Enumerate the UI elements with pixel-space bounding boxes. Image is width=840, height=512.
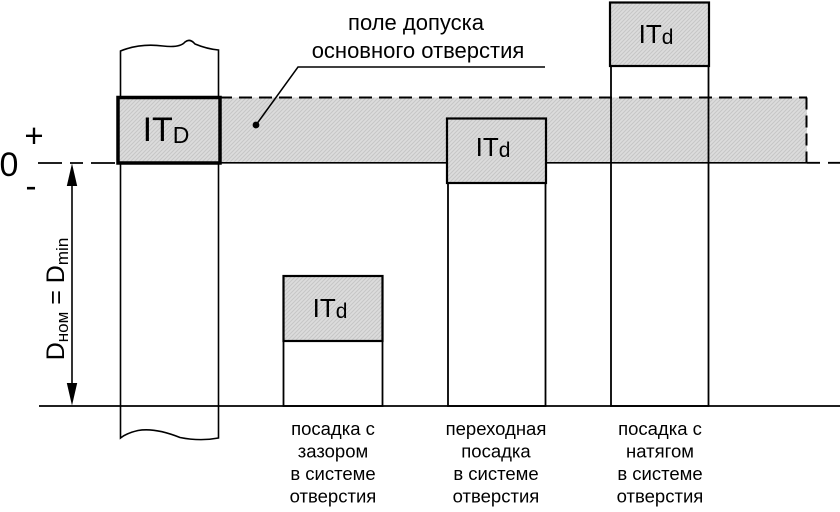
transition-fit-tolerance-label: ITd [476, 132, 511, 162]
note-leader-line [255, 66, 545, 126]
dimension-arrowhead-top [66, 163, 78, 186]
clearance-fit-tolerance-box [282, 274, 384, 343]
dimension-label: Dном = Dmin [42, 238, 72, 361]
hole-tolerance-label: ITD [143, 111, 190, 149]
note-line-1: поле допуска [348, 10, 485, 35]
clearance-fit-shaft-bar [282, 340, 384, 407]
transition-fit-shaft-bar [447, 182, 547, 407]
minus-label: - [26, 167, 37, 204]
hole-tolerance-box [116, 95, 222, 165]
clearance-fit-tolerance-label: ITd [313, 293, 348, 323]
interference-fit-tolerance-box [608, 1, 711, 68]
zero-label: 0 [0, 146, 18, 184]
note-leader-dot [252, 121, 260, 129]
transition-fit-tolerance-box [445, 117, 548, 185]
plus-label: + [24, 117, 43, 154]
interference-fit-tolerance-label: ITd [639, 19, 674, 49]
dimension-arrowhead-bottom [66, 383, 78, 406]
note-line-2: основного отверстия [312, 38, 525, 63]
